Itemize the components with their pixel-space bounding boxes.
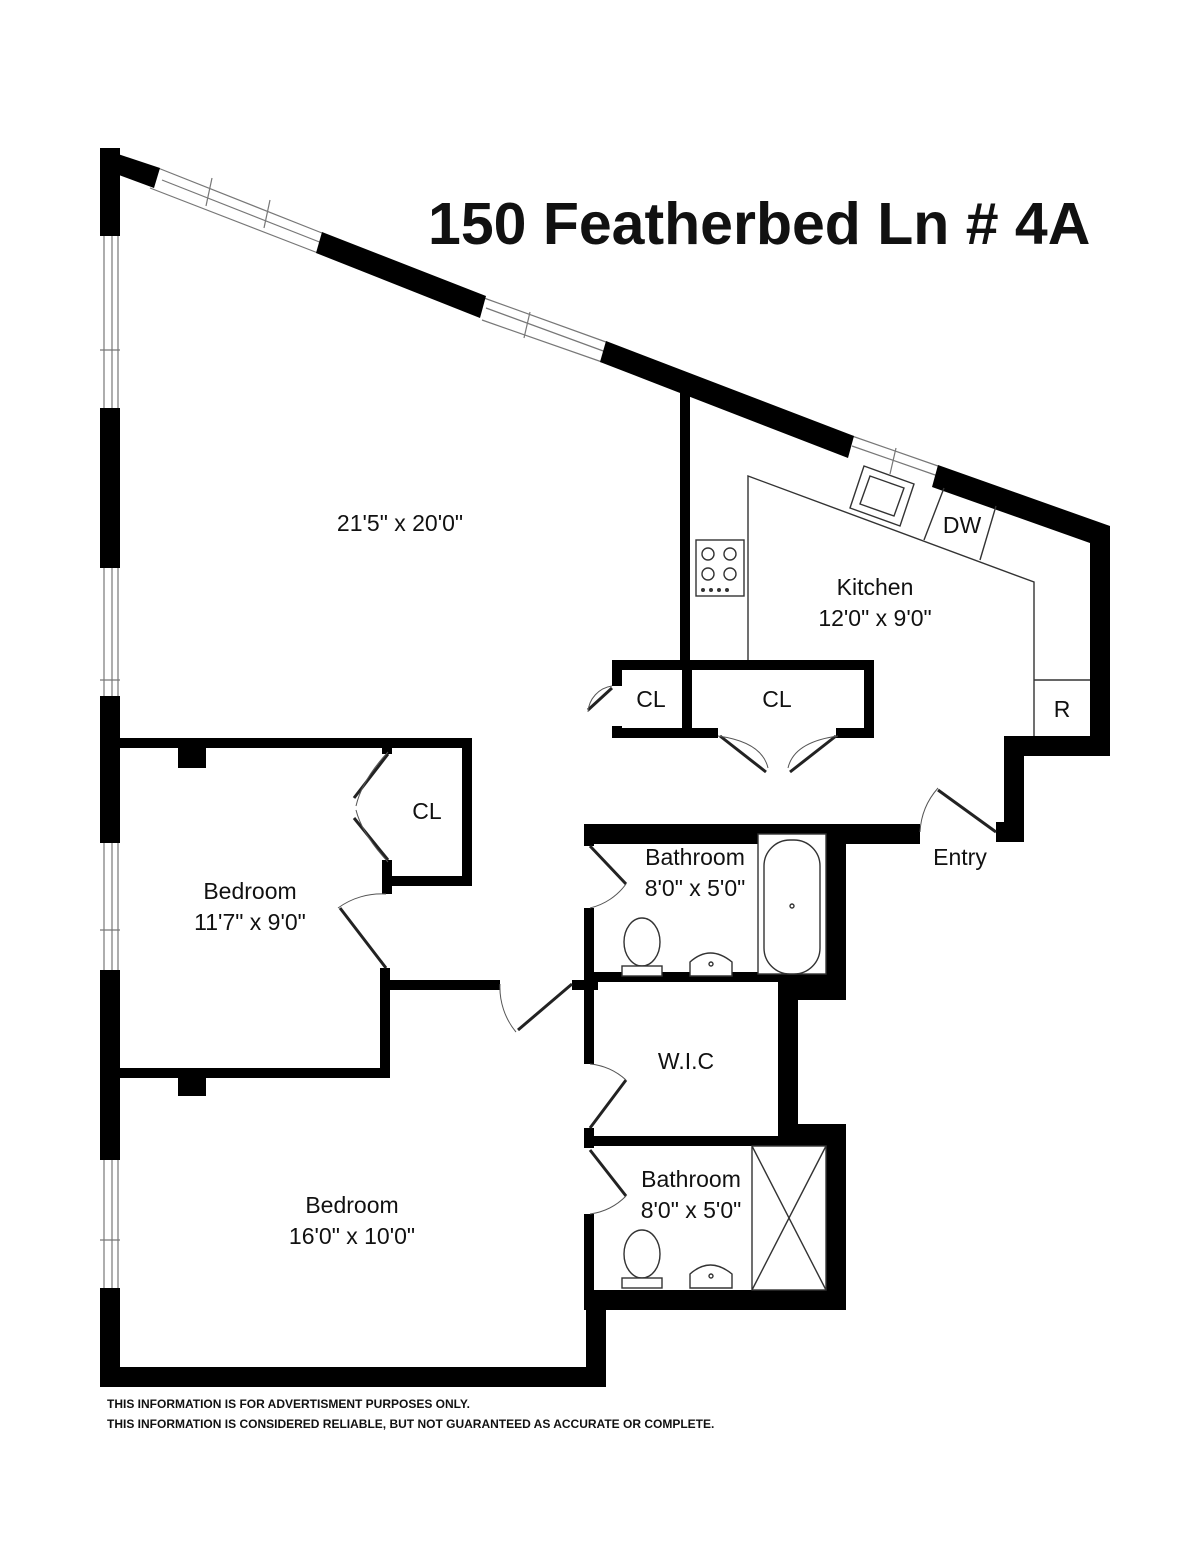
bathroom2-name: Bathroom: [641, 1166, 741, 1192]
kitchen-fixtures: [695, 465, 1090, 736]
disclaimer-line-2: THIS INFORMATION IS CONSIDERED RELIABLE,…: [107, 1417, 715, 1431]
windows: [100, 167, 939, 1288]
bathroom1-label: Bathroom 8'0" x 5'0": [622, 842, 768, 904]
bedroom2-dims: 16'0" x 10'0": [288, 1223, 416, 1249]
bathroom2-dims: 8'0" x 5'0": [640, 1197, 742, 1223]
bathroom1-name: Bathroom: [645, 844, 745, 870]
bedroom2-name: Bedroom: [305, 1192, 399, 1218]
closet-hall-label: CL: [636, 686, 666, 712]
bedroom2-label: Bedroom 16'0" x 10'0": [260, 1190, 444, 1252]
bedroom1-name: Bedroom: [203, 878, 297, 904]
living-room-dims: 21'5" x 20'0": [336, 510, 464, 536]
kitchen-name: Kitchen: [836, 574, 914, 600]
kitchen-dims: 12'0" x 9'0": [818, 605, 932, 631]
wic-label: W.I.C: [657, 1048, 715, 1074]
bedroom1-dims: 11'7" x 9'0": [194, 909, 306, 935]
closet-kitchen-label: CL: [762, 686, 792, 712]
entry-label: Entry: [933, 844, 987, 870]
refrigerator-label: R: [1053, 696, 1071, 722]
doors: [337, 685, 997, 1215]
interior-walls: [120, 378, 874, 1310]
closet-bedroom-label: CL: [412, 798, 442, 824]
disclaimer-line-1: THIS INFORMATION IS FOR ADVERTISMENT PUR…: [107, 1397, 470, 1411]
page-title: 150 Featherbed Ln # 4A: [428, 191, 1091, 257]
living-room-label: 21'5" x 20'0": [300, 508, 500, 539]
dishwasher-label: DW: [942, 512, 982, 538]
exterior-walls: [100, 148, 1110, 1387]
bathroom2-label: Bathroom 8'0" x 5'0": [618, 1164, 764, 1226]
bathroom1-dims: 8'0" x 5'0": [644, 875, 746, 901]
kitchen-label: Kitchen 12'0" x 9'0": [780, 572, 970, 634]
bedroom1-label: Bedroom 11'7" x 9'0": [160, 876, 340, 938]
bathroom-fixtures: [621, 833, 827, 1291]
